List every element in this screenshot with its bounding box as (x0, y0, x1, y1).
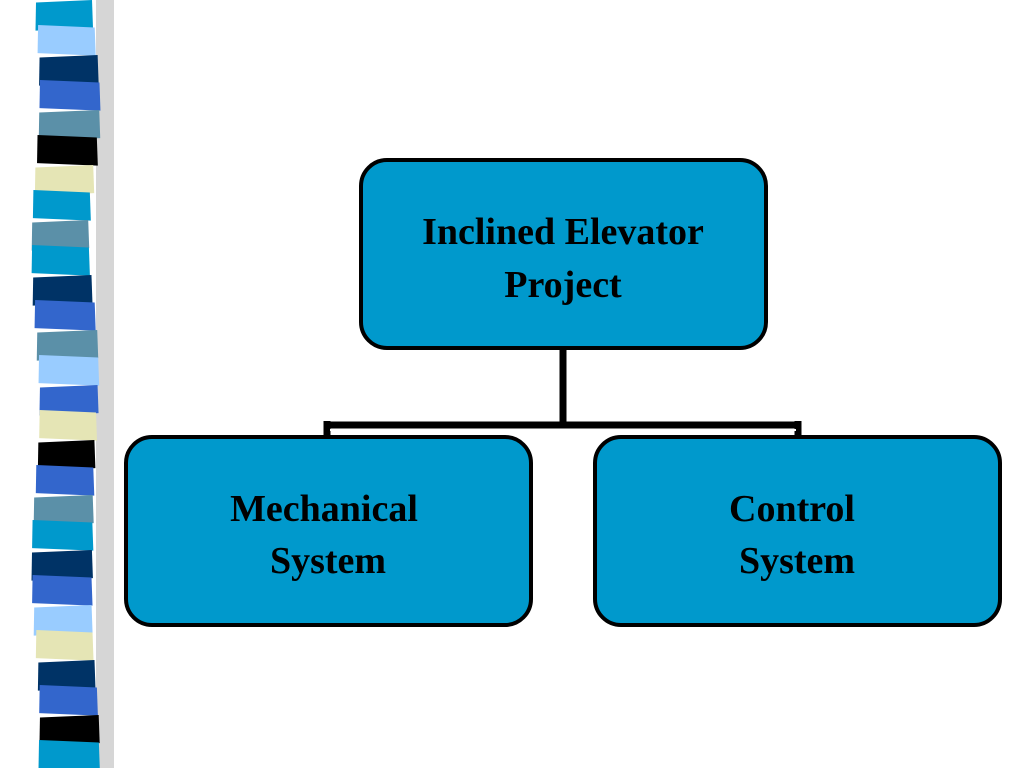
stripe-segment (31, 220, 90, 251)
mechanical-system-node-box (124, 435, 533, 627)
stripe-segment (33, 495, 94, 526)
stripe-segment (39, 715, 100, 746)
root-node-label-line2: Project (504, 264, 622, 306)
stripe-segment (37, 440, 96, 471)
connectors (323, 348, 802, 437)
stripe-segment (32, 520, 94, 551)
control-system-node-box (593, 435, 1002, 627)
stripe-segment (35, 0, 93, 31)
control-system-label-line1: Control (729, 488, 855, 530)
stripe-segment (39, 385, 99, 416)
root-node-box (359, 158, 768, 350)
stripe-segment (37, 660, 96, 691)
stripe-segment (38, 355, 100, 386)
stripe-segment (35, 630, 94, 661)
control-system-label-line2: System (739, 540, 855, 582)
stripe-segment (37, 135, 98, 166)
stripe-segment (39, 80, 101, 111)
stripe-segment (35, 465, 95, 496)
stripe-segment (38, 740, 100, 768)
stripe-segment (34, 300, 96, 331)
stripe-segment (31, 550, 93, 581)
stripe-segment (32, 275, 93, 306)
stripe-segment (38, 110, 101, 141)
mechanical-system-node: Mechanical System (124, 435, 533, 627)
control-system-node: Control System (593, 435, 1002, 627)
stripe-segment (37, 25, 96, 56)
stripe-segment (34, 165, 95, 196)
decorative-stripe-bar (31, 0, 114, 768)
root-node-label-line1: Inclined Elevator (422, 211, 704, 253)
stripe-segment (39, 55, 99, 86)
root-node: Inclined Elevator Project (359, 158, 768, 350)
stripe-segment (33, 605, 93, 636)
stripe-segment (32, 190, 91, 221)
stripe-shadow (96, 0, 114, 768)
stripe-segment (36, 330, 99, 361)
mechanical-system-label-line1: Mechanical (230, 488, 418, 530)
stripe-segment (32, 575, 93, 606)
mechanical-system-label-line2: System (270, 540, 386, 582)
stripe-segment (31, 245, 90, 276)
stripe-segment (39, 410, 98, 441)
stripe-segment (39, 685, 98, 716)
